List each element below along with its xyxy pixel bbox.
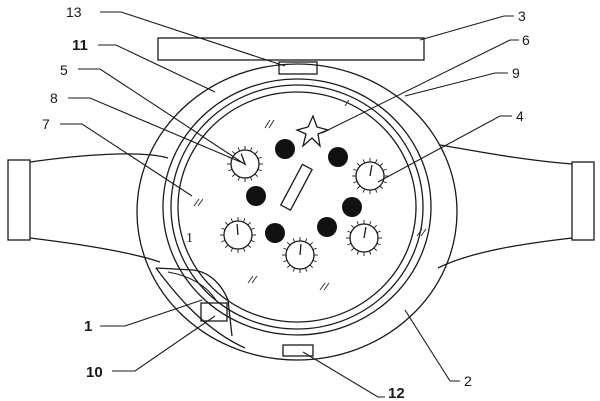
left-pipe-connector bbox=[7, 153, 169, 263]
leader-lines bbox=[60, 11, 519, 398]
gauge-dial bbox=[220, 217, 256, 253]
callout-12: 12 bbox=[388, 385, 405, 401]
bottom-small-block bbox=[282, 344, 314, 357]
callout-5: 5 bbox=[60, 62, 68, 78]
black-dots bbox=[246, 139, 362, 243]
right-pipe-connector bbox=[437, 144, 595, 269]
gauge-dial bbox=[282, 237, 318, 273]
dial-ring-outer bbox=[170, 84, 424, 330]
callout-8: 8 bbox=[50, 90, 58, 106]
glass-hatch-marks bbox=[193, 99, 427, 291]
callout-10: 10 bbox=[86, 364, 103, 381]
callout-13: 13 bbox=[66, 4, 82, 20]
callout-4: 4 bbox=[516, 108, 524, 124]
callout-1: 1 bbox=[84, 318, 92, 335]
housing-ring bbox=[162, 78, 432, 336]
outer-housing bbox=[136, 63, 458, 361]
folded-flap bbox=[155, 267, 246, 349]
top-plate bbox=[157, 37, 425, 61]
callout-11: 11 bbox=[72, 37, 88, 54]
dial-ring-inner bbox=[177, 91, 417, 323]
top-small-block bbox=[278, 61, 318, 75]
gauge-dial bbox=[346, 220, 382, 256]
callout-2: 2 bbox=[464, 373, 472, 389]
callout-6: 6 bbox=[522, 32, 530, 48]
star-indicator bbox=[295, 114, 331, 148]
callout-9: 9 bbox=[512, 65, 520, 81]
callout-3: 3 bbox=[518, 8, 526, 24]
gauge-dial bbox=[352, 158, 388, 194]
center-pointer bbox=[279, 163, 313, 212]
gauge-dial bbox=[227, 146, 263, 182]
inner-label: 1 bbox=[186, 231, 193, 246]
callout-7: 7 bbox=[42, 116, 50, 132]
gauge-dials bbox=[220, 146, 388, 273]
